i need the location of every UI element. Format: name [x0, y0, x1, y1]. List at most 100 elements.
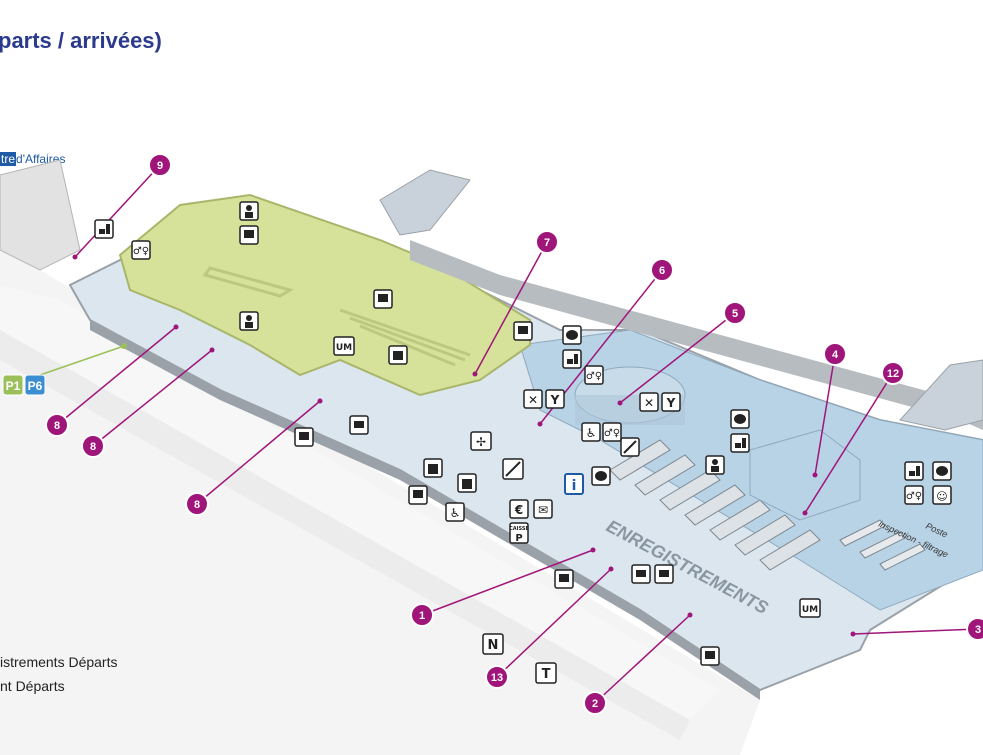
ticket-icon[interactable]	[631, 564, 651, 584]
marker-8a[interactable]: 8	[45, 413, 69, 437]
marker-8b[interactable]: 8	[81, 434, 105, 458]
cafe-icon-2[interactable]	[562, 349, 582, 369]
legend-item-checkin-departures: istrements Départs	[0, 654, 118, 670]
svg-text:12: 12	[887, 368, 899, 380]
svg-text:7: 7	[544, 237, 550, 249]
baggage-trolley-icon-2[interactable]	[373, 289, 393, 309]
marker-13[interactable]: 13	[485, 665, 509, 689]
baggage-trolley-icon-5[interactable]	[294, 427, 314, 447]
page-title: parts / arrivées)	[0, 28, 162, 53]
svg-text:♂♀: ♂♀	[586, 371, 602, 382]
elevator-icon[interactable]	[423, 458, 443, 478]
unaccompanied-minor-icon[interactable]: UM	[333, 336, 355, 356]
legend-item-departures: nt Départs	[0, 678, 65, 694]
svg-text:9: 9	[157, 160, 163, 172]
svg-text:1: 1	[419, 610, 425, 622]
svg-text:UM: UM	[336, 343, 352, 353]
restaurant-icon[interactable]: ✕	[523, 389, 543, 409]
camera-icon[interactable]	[349, 415, 369, 435]
svg-text:6: 6	[659, 265, 665, 277]
back-wall	[410, 240, 983, 430]
sidewalk	[0, 285, 720, 720]
svg-text:♿: ♿	[586, 426, 597, 440]
currency-exchange-icon[interactable]	[562, 325, 582, 345]
baggage-trolley-icon-3[interactable]	[513, 321, 533, 341]
parking-p6-badge[interactable]: P6	[24, 374, 46, 396]
leader-dots	[72, 254, 856, 637]
road-lane	[0, 330, 690, 740]
cafe-icon[interactable]	[94, 219, 114, 239]
marker-8c[interactable]: 8	[185, 492, 209, 516]
svg-text:♂♀: ♂♀	[906, 491, 922, 502]
baggage-trolley-icon-6[interactable]	[554, 569, 574, 589]
queue-lines-1	[202, 266, 294, 298]
marker-1[interactable]: 1	[410, 603, 434, 627]
toilets-icon-2[interactable]: ♂♀	[584, 365, 604, 385]
euro-atm-icon[interactable]: €	[509, 499, 529, 519]
police-icon-2[interactable]	[239, 311, 259, 331]
svg-text:P1: P1	[6, 379, 21, 393]
baggage-trolley-icon[interactable]	[239, 225, 259, 245]
n-sign-icon[interactable]: N	[482, 633, 504, 655]
parking-leader	[39, 345, 125, 376]
marker-6[interactable]: 6	[650, 258, 674, 282]
svg-text:i: i	[572, 478, 577, 494]
toilets-icon[interactable]: ♂♀	[131, 240, 151, 260]
svg-text:Y: Y	[666, 396, 676, 410]
marker-2[interactable]: 2	[583, 691, 607, 715]
svg-text:4: 4	[832, 349, 839, 361]
parking-leader-dot	[121, 343, 127, 349]
svg-text:✕: ✕	[644, 396, 654, 410]
svg-text:P6: P6	[28, 379, 43, 393]
currency-exchange-icon-3[interactable]	[932, 461, 952, 481]
t-sign-icon[interactable]: T	[535, 662, 557, 684]
mail-icon[interactable]: ✉	[533, 499, 553, 519]
svg-text:CAISSE: CAISSE	[509, 526, 529, 532]
restaurant-icon-2[interactable]: ✕	[639, 392, 659, 412]
svg-text:8: 8	[54, 420, 60, 432]
information-icon[interactable]: i	[564, 473, 584, 495]
baby-changing-icon[interactable]: ☺	[932, 485, 952, 505]
checkin-desks	[609, 439, 821, 571]
toilets-icon-4[interactable]: ♂♀	[904, 485, 924, 505]
baggage-trolley-icon-4[interactable]	[408, 485, 428, 505]
corridor-left	[379, 169, 471, 236]
bar-icon-2[interactable]: Y	[661, 392, 681, 412]
escalator-icon-2[interactable]	[502, 458, 524, 480]
move-arrows-icon[interactable]: ✢	[470, 431, 492, 451]
unaccompanied-minor-icon-2[interactable]: UM	[799, 598, 821, 618]
cafe-icon-3[interactable]	[730, 433, 750, 453]
toilets-icon-3[interactable]: ♂♀	[602, 422, 622, 442]
cafe-icon-4[interactable]	[904, 461, 924, 481]
marker-9[interactable]: 9	[148, 153, 172, 177]
currency-exchange-icon-2[interactable]	[730, 409, 750, 429]
svg-text:✢: ✢	[476, 435, 486, 449]
svg-text:T: T	[542, 667, 551, 682]
elevator-icon-2[interactable]	[457, 473, 477, 493]
marker-3[interactable]: 3	[966, 617, 983, 641]
parking-p1-badge[interactable]: P1	[2, 374, 24, 396]
ticket-icon-2[interactable]	[654, 564, 674, 584]
wheelchair-icon[interactable]: ♿	[581, 422, 601, 442]
checkin-back-block	[749, 429, 861, 521]
svg-text:2: 2	[592, 698, 598, 710]
escalator-icon[interactable]	[620, 437, 640, 457]
svg-text:☺: ☺	[936, 490, 947, 503]
svg-text:✕: ✕	[528, 393, 538, 407]
bar-icon[interactable]: Y	[545, 389, 565, 409]
marker-12[interactable]: 12	[881, 361, 905, 385]
svg-text:8: 8	[194, 499, 200, 511]
marker-7[interactable]: 7	[535, 230, 559, 254]
currency-exchange-icon-4[interactable]	[591, 466, 611, 486]
police-icon[interactable]	[239, 201, 259, 221]
svg-text:N: N	[488, 638, 499, 653]
marker-4[interactable]: 4	[823, 342, 847, 366]
svg-text:✉: ✉	[538, 503, 548, 517]
wheelchair-icon-2[interactable]: ♿	[445, 502, 465, 522]
baggage-trolley-icon-7[interactable]	[700, 646, 720, 666]
police-icon-3[interactable]	[705, 455, 725, 475]
luggage-icon[interactable]	[388, 345, 408, 365]
marker-5[interactable]: 5	[723, 301, 747, 325]
svg-text:5: 5	[732, 308, 738, 320]
